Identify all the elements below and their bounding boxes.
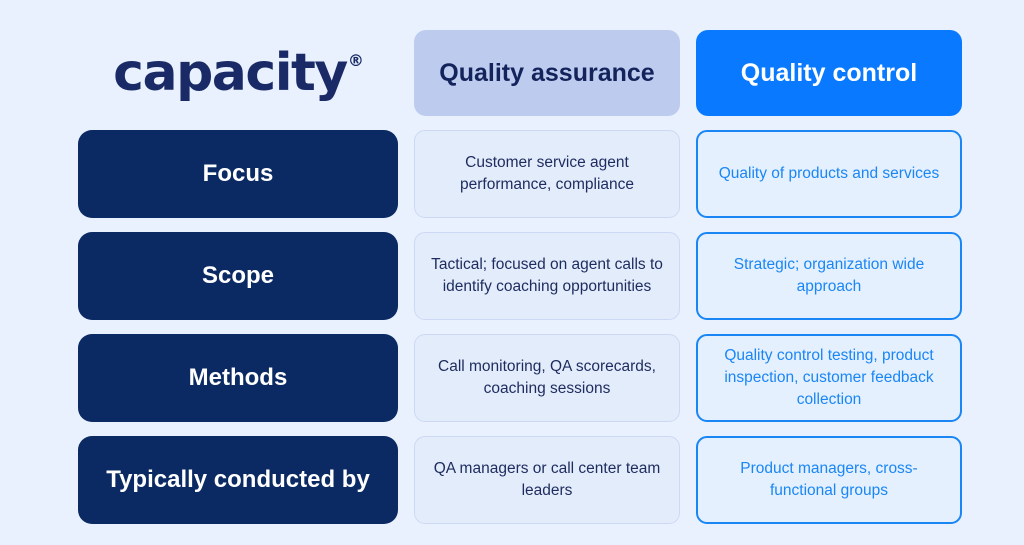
cell-qc-text: Quality control testing, product inspect… <box>724 347 934 408</box>
row-label-methods: Methods <box>78 334 398 422</box>
registered-trademark-icon: ® <box>347 50 364 70</box>
table-row: Typically conducted by QA managers or ca… <box>78 436 962 524</box>
column-header-quality-control: Quality control <box>696 30 962 116</box>
brand-logo-text: capacity® <box>113 47 364 99</box>
column-header-qc-label: Quality control <box>740 58 918 87</box>
brand-name: capacity <box>113 43 348 103</box>
cell-qc-text: Product managers, cross-functional group… <box>740 460 918 499</box>
cell-qc-text: Quality of products and services <box>718 165 940 182</box>
cell-qa-text: Call monitoring, QA scorecards, coaching… <box>438 358 656 397</box>
column-header-qa-label: Quality assurance <box>439 58 655 87</box>
table-row: Focus Customer service agent performance… <box>78 130 962 218</box>
cell-qc-focus: Quality of products and services <box>696 130 962 218</box>
column-header-quality-assurance: Quality assurance <box>414 30 680 116</box>
cell-qa-text: Customer service agent performance, comp… <box>459 154 635 193</box>
cell-qa-methods: Call monitoring, QA scorecards, coaching… <box>414 334 680 422</box>
cell-qc-text: Strategic; organization wide approach <box>733 256 925 295</box>
table-row: Methods Call monitoring, QA scorecards, … <box>78 334 962 422</box>
row-label-scope: Scope <box>78 232 398 320</box>
cell-qc-scope: Strategic; organization wide approach <box>696 232 962 320</box>
table-header-row: capacity® Quality assurance Quality cont… <box>78 30 962 116</box>
row-label-text: Focus <box>202 159 274 187</box>
table-row: Scope Tactical; focused on agent calls t… <box>78 232 962 320</box>
row-label-text: Methods <box>188 363 288 391</box>
row-label-text: Typically conducted by <box>106 465 370 493</box>
cell-qa-scope: Tactical; focused on agent calls to iden… <box>414 232 680 320</box>
row-label-focus: Focus <box>78 130 398 218</box>
cell-qc-methods: Quality control testing, product inspect… <box>696 334 962 422</box>
cell-qa-typically-conducted-by: QA managers or call center team leaders <box>414 436 680 524</box>
cell-qc-typically-conducted-by: Product managers, cross-functional group… <box>696 436 962 524</box>
brand-logo: capacity® <box>78 30 398 116</box>
cell-qa-focus: Customer service agent performance, comp… <box>414 130 680 218</box>
row-label-text: Scope <box>201 261 275 289</box>
cell-qa-text: QA managers or call center team leaders <box>433 460 661 499</box>
cell-qa-text: Tactical; focused on agent calls to iden… <box>431 256 663 295</box>
row-label-typically-conducted-by: Typically conducted by <box>78 436 398 524</box>
